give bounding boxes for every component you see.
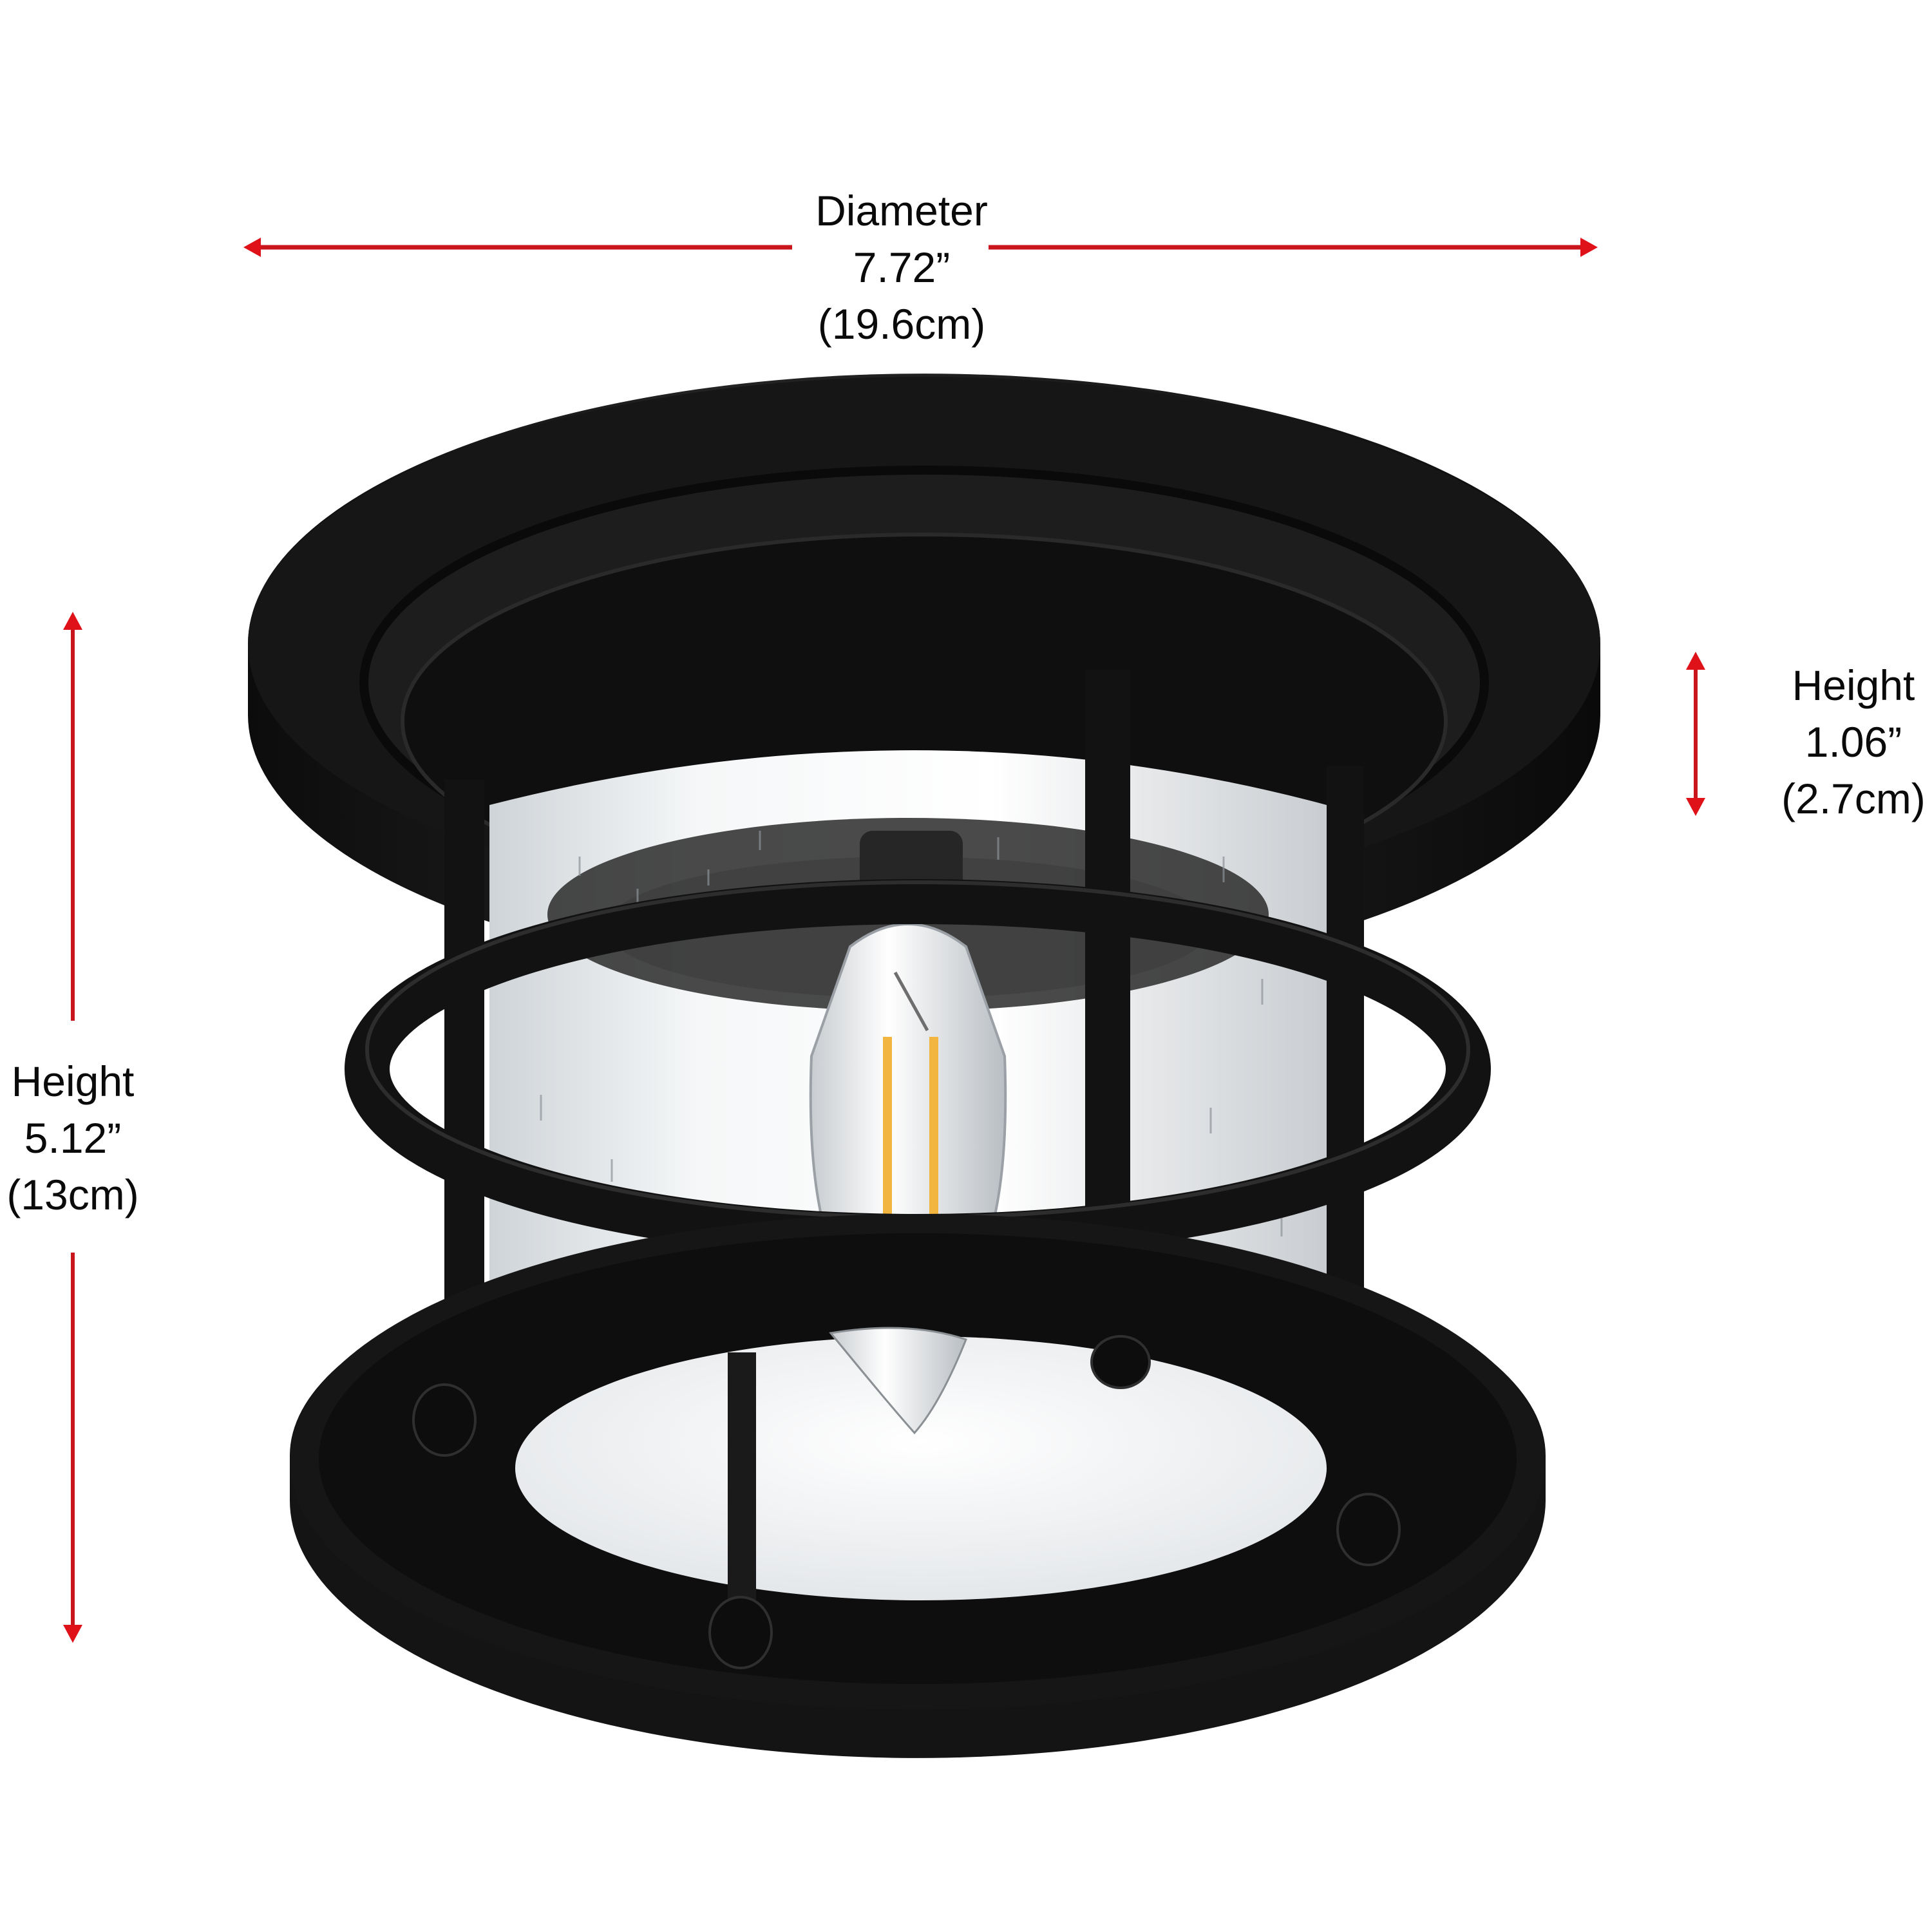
diameter-title: Diameter xyxy=(815,187,988,234)
arrowhead-right-icon xyxy=(1580,238,1598,257)
cage-bar-left xyxy=(444,779,484,1378)
diameter-cm: (19.6cm) xyxy=(817,300,986,348)
arrowhead-up-icon xyxy=(63,612,82,630)
arrowhead-up-icon xyxy=(1686,652,1705,670)
canopy-height-cm: (2.7cm) xyxy=(1781,775,1926,822)
total-height-inches: 5.12” xyxy=(24,1114,122,1162)
bolts xyxy=(412,1335,1401,1669)
arrowhead-down-icon xyxy=(63,1625,82,1643)
diameter-arrow xyxy=(243,238,1598,257)
arrowhead-down-icon xyxy=(1686,798,1705,816)
cage-bar-right xyxy=(1327,766,1364,1333)
diameter-inches: 7.72” xyxy=(853,243,951,291)
bolt xyxy=(708,1596,773,1669)
bolt xyxy=(1336,1493,1401,1566)
bolt xyxy=(1090,1335,1151,1389)
total-height-label: Height 5.12” (13cm) xyxy=(6,1053,138,1223)
diameter-label: Diameter 7.72” (19.6cm) xyxy=(815,182,988,352)
canopy-height-arrow xyxy=(1686,652,1705,816)
canopy-height-label: Height 1.06” (2.7cm) xyxy=(1781,657,1926,827)
total-height-title: Height xyxy=(11,1057,135,1105)
total-height-cm: (13cm) xyxy=(6,1171,139,1218)
canopy-height-inches: 1.06” xyxy=(1804,718,1902,766)
bolt xyxy=(412,1383,477,1457)
total-height-arrow xyxy=(63,612,82,1643)
canopy-height-title: Height xyxy=(1792,661,1915,709)
bottom-ring xyxy=(290,1214,1546,1758)
arrowhead-left-icon xyxy=(243,238,261,257)
